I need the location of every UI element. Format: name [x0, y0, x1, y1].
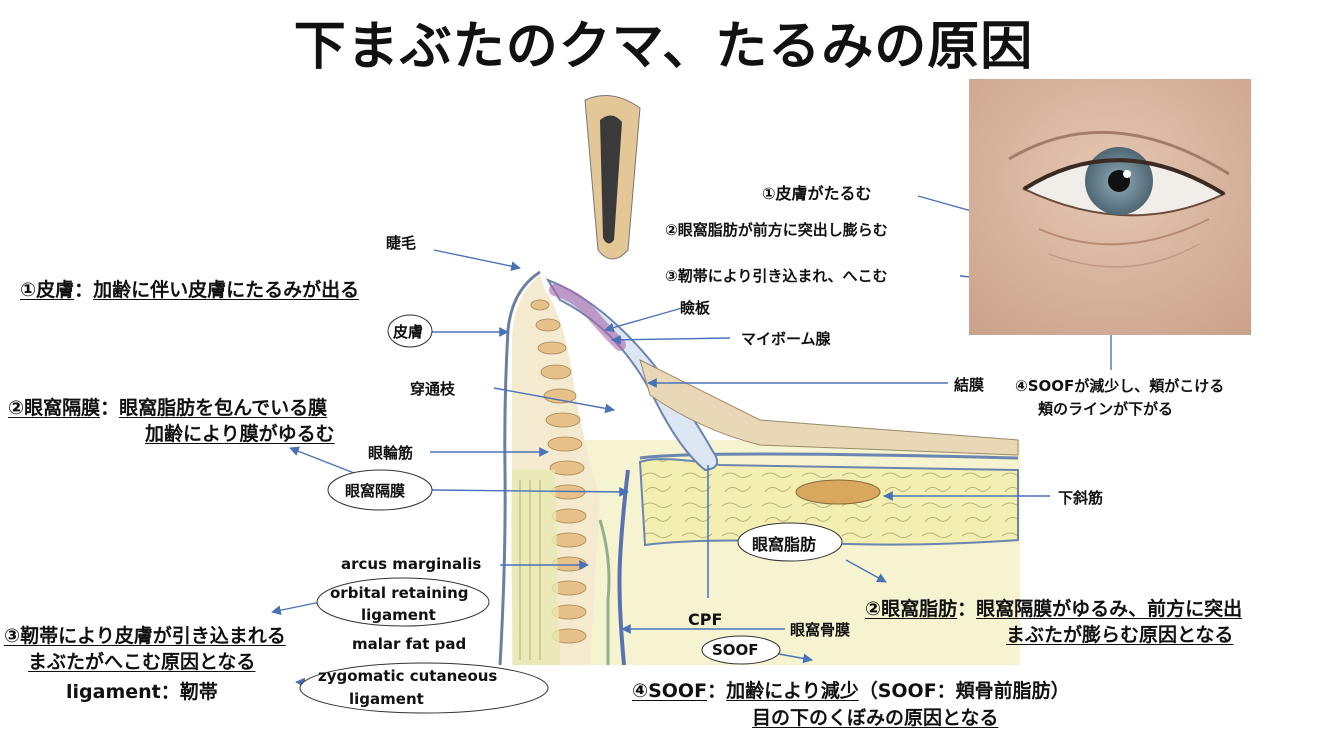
cause-1-body: 加齢に伴い皮膚にたるみが出る	[93, 279, 360, 301]
orl-oval	[316, 577, 490, 627]
label-soof: SOOF	[712, 641, 759, 659]
photo-label-4b: 頬のラインが下がる	[1038, 400, 1174, 418]
meibomian-gland	[549, 284, 626, 351]
cause-4-head: ②眼窩脂肪	[865, 598, 958, 620]
label-kashakin: 下斜筋	[1058, 489, 1104, 507]
cause-3-line1: ③靭帯により皮膚が引き込まれる	[4, 625, 286, 647]
cause-4-body2: まぶたが膨らむ原因となる	[1006, 624, 1234, 646]
cause-3-line2: まぶたがへこむ原因となる	[28, 651, 256, 673]
photo-label-1: ①皮膚がたるむ	[762, 184, 872, 203]
cause-5-body1: 加齢により減少	[726, 680, 859, 702]
label-hifu: 皮膚	[393, 323, 424, 341]
cause-3-note: ligament：靭帯	[66, 681, 218, 703]
cause-4-sep: ：	[957, 598, 977, 620]
label-ketsumaku: 結膜	[954, 376, 985, 394]
cause-5-sep: ：	[707, 680, 727, 702]
cause-2: ②眼窩隔膜：眼窩脂肪を包んでいる膜	[8, 393, 327, 420]
cause-4: ②眼窩脂肪：眼窩隔膜がゆるみ、前方に突出	[865, 594, 1242, 621]
ganka-shibo-oval	[737, 522, 843, 562]
label-kenban: 瞼板	[680, 299, 711, 317]
photo-label-4a: ④SOOFが減少し、頬がこける	[1015, 377, 1225, 395]
hifu-oval	[387, 314, 433, 348]
label-ganka-kakumaku: 眼窩隔膜	[345, 482, 406, 500]
skin-outline	[498, 270, 541, 666]
cause-1-head: ①皮膚	[20, 279, 75, 301]
cause-5-body2: 目の下のくぼみの原因となる	[752, 707, 999, 729]
label-orl-1: orbital retaining	[330, 584, 469, 602]
photo-label-3: ③靭帯により引き込まれ、へこむ	[665, 267, 888, 285]
photo-label-2: ②眼窩脂肪が前方に突出し膨らむ	[665, 221, 888, 239]
cause-5-head: ④SOOF	[632, 680, 708, 702]
malar-fat-column	[511, 470, 560, 665]
cause-2-body2: 加齢により膜がゆるむ	[145, 423, 335, 445]
label-meibomian: マイボーム腺	[741, 330, 831, 348]
cause-4-body1: 眼窩隔膜がゆるみ、前方に突出	[976, 598, 1243, 620]
label-matsuge: 睫毛	[386, 234, 417, 252]
inferior-oblique-muscle	[795, 479, 881, 505]
cause-2-body1: 眼窩脂肪を包んでいる膜	[119, 397, 328, 419]
label-arcus-marginalis: arcus marginalis	[341, 555, 482, 573]
cause-2-sep: ：	[100, 397, 120, 419]
cause-1: ①皮膚：加齢に伴い皮膚にたるみが出る	[20, 275, 359, 302]
label-malar-fat-pad: malar fat pad	[352, 635, 467, 653]
label-zcl-1: zygomatic cutaneous	[318, 667, 498, 685]
cause-2-head: ②眼窩隔膜	[8, 397, 101, 419]
cause-1-sep: ：	[74, 279, 94, 301]
cause-5: ④SOOF：加齢により減少（SOOF：頬骨前脂肪）	[632, 676, 1070, 703]
upper-eyelid-fragment	[584, 95, 641, 260]
label-cpf: CPF	[688, 610, 723, 629]
label-gankinkin: 眼輪筋	[368, 444, 414, 462]
page-title: 下まぶたのクマ、たるみの原因	[293, 17, 1034, 77]
label-zcl-2: ligament	[349, 690, 424, 708]
label-sentsushi: 穿通枝	[410, 380, 456, 398]
tarsus-band	[545, 278, 719, 472]
cause-5-paren: （SOOF：頬骨前脂肪）	[858, 680, 1070, 702]
eye-photo	[969, 79, 1251, 335]
label-ganka-kotsumaku: 眼窩骨膜	[790, 621, 851, 639]
zcl-oval	[299, 662, 549, 714]
soof-oval	[701, 635, 781, 665]
ganka-kakumaku-oval	[327, 469, 433, 511]
label-ganka-shibo: 眼窩脂肪	[752, 535, 817, 554]
label-orl-2: ligament	[361, 606, 436, 624]
